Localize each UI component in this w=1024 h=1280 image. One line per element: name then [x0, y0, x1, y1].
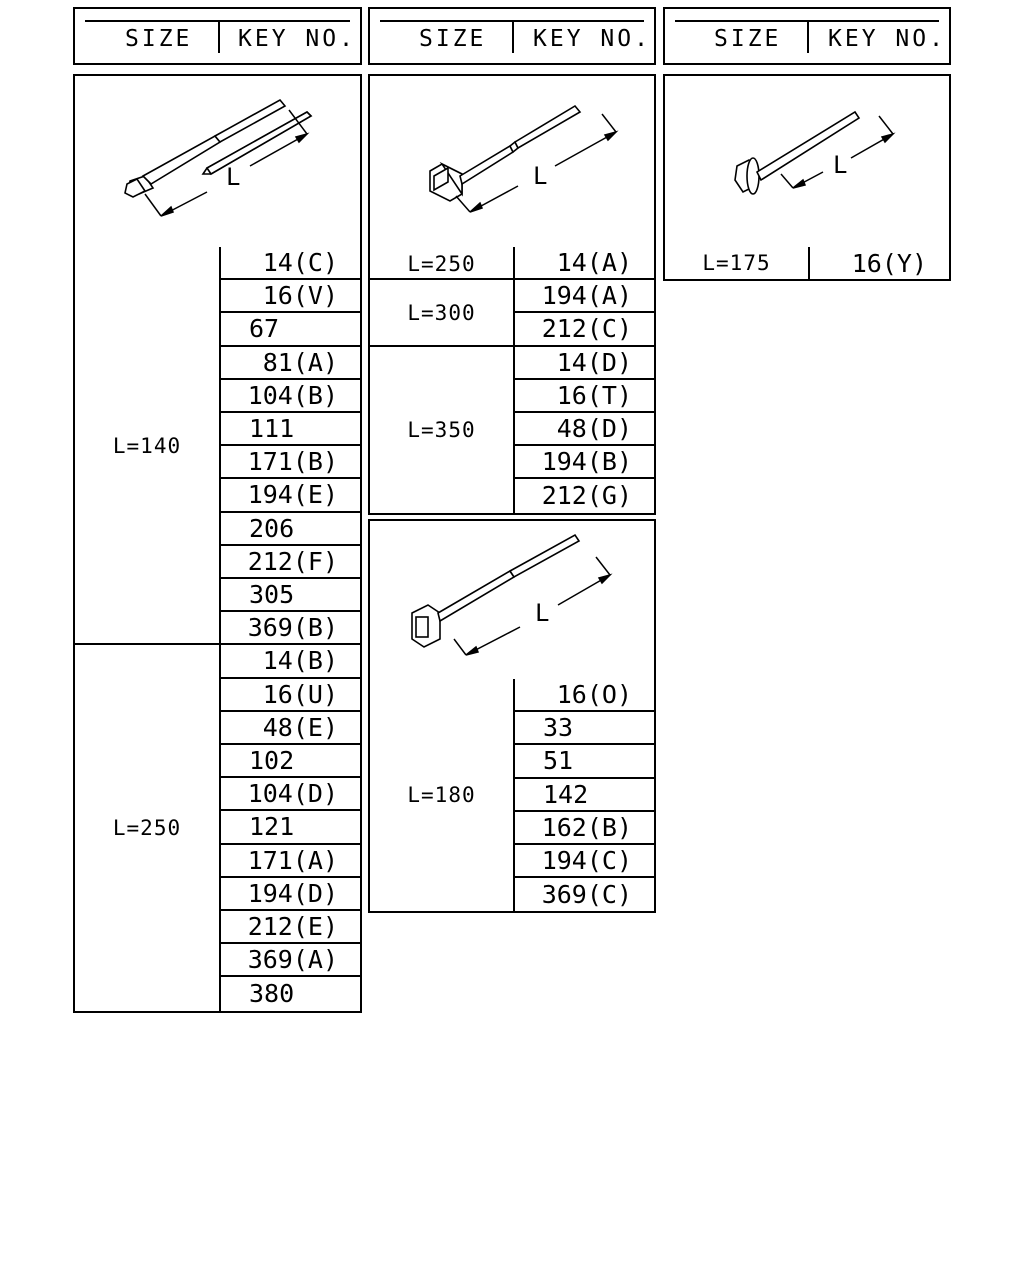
key-number-cell: 16(Y) — [851, 248, 927, 278]
size-cell: L=350 — [407, 417, 476, 442]
key-number-cell: 194(C) — [515, 845, 654, 879]
key-number-cell: 194(B) — [515, 446, 654, 480]
key-number-cell: 48(E) — [221, 712, 360, 745]
key-number-cell: 16(O) — [515, 679, 654, 713]
header-divider — [807, 20, 809, 53]
dimension-label-L: L — [535, 599, 550, 627]
header-box-1: SIZE KEY NO. — [73, 7, 362, 65]
key-number-cell: 171(B) — [221, 446, 360, 480]
size-cell: L=250 — [407, 251, 476, 276]
key-number-cell: 369(C) — [541, 880, 632, 910]
cable-tie-illustration-1: L — [73, 74, 362, 249]
dimension-label-L: L — [226, 163, 241, 191]
column-divider — [513, 247, 515, 513]
key-number-cell: 171(A) — [221, 845, 360, 878]
key-number-cell: 16(U) — [221, 679, 360, 712]
cable-tie-square-head-icon — [429, 104, 619, 213]
size-cell: L=250 — [112, 815, 182, 840]
header-divider — [512, 20, 514, 53]
key-table-column-2-top: L=250 14(A) L=300 194(A)212(C) L=350 14(D)16(… — [368, 247, 656, 515]
key-number-cell: 142 — [515, 779, 654, 812]
cable-tie-mount-head-icon — [411, 533, 613, 656]
key-number-cell: 48(D) — [515, 413, 654, 447]
push-mount-tie-icon — [734, 110, 896, 195]
header-key-label: KEY NO. — [828, 26, 946, 52]
group-divider — [370, 278, 513, 281]
key-number-cell: 212(F) — [221, 546, 360, 579]
header-key-label: KEY NO. — [533, 26, 651, 52]
key-number-cell: 212(G) — [541, 481, 632, 511]
key-number-cell: 380 — [249, 979, 295, 1009]
key-number-cell: 162(B) — [515, 812, 654, 845]
key-number-cell: 194(D) — [221, 878, 360, 911]
size-cell: L=300 — [407, 301, 476, 326]
key-number-cell: 212(C) — [515, 313, 654, 347]
key-number-cell: 121 — [221, 811, 360, 845]
header-key-label: KEY NO. — [238, 26, 356, 52]
key-number-cell: 14(C) — [221, 247, 360, 281]
key-number-cell: 194(A) — [515, 280, 654, 314]
key-number-cell: 369(B) — [221, 612, 360, 646]
key-number-cell: 16(T) — [515, 380, 654, 413]
size-cell: L=180 — [407, 783, 476, 808]
key-number-cell: 111 — [221, 413, 360, 447]
cable-tie-illustration-4: L — [368, 519, 656, 681]
key-number-cell: 14(B) — [221, 645, 360, 679]
key-table-column-3: L=175 16(Y) — [663, 247, 951, 281]
column-divider — [219, 247, 221, 1011]
key-number-cell: 104(D) — [221, 778, 360, 812]
column-divider — [513, 679, 515, 911]
size-cell: L=140 — [112, 434, 182, 459]
size-cell: L=175 — [702, 251, 771, 275]
key-number-cell: 67 — [221, 313, 360, 347]
group-divider — [75, 643, 219, 646]
group-divider — [370, 344, 513, 347]
key-number-cell: 16(V) — [221, 280, 360, 314]
key-number-cell: 14(D) — [515, 347, 654, 380]
key-number-cell: 305 — [221, 579, 360, 613]
header-size-label: SIZE — [125, 26, 193, 52]
key-number-cell: 206 — [221, 513, 360, 546]
column-divider — [808, 247, 810, 279]
dimension-label-L: L — [833, 151, 848, 179]
key-number-cell: 212(E) — [221, 911, 360, 945]
header-divider — [217, 20, 220, 53]
key-number-cell: 194(E) — [221, 479, 360, 513]
key-number-cell: 81(A) — [221, 347, 360, 380]
key-number-cell: 369(A) — [221, 944, 360, 978]
key-number-cell: 104(B) — [221, 380, 360, 413]
key-number-cell: 102 — [221, 745, 360, 779]
key-number-cell: 14(A) — [515, 247, 654, 281]
cable-tie-angled-head-icon — [124, 98, 313, 217]
header-size-label: SIZE — [419, 26, 487, 52]
key-number-cell: 33 — [515, 712, 654, 746]
header-box-3: SIZE KEY NO. — [663, 7, 951, 65]
key-number-cell: 51 — [515, 745, 654, 779]
cable-tie-illustration-2: L — [368, 74, 656, 249]
cable-tie-illustration-3: L — [663, 74, 951, 281]
header-size-label: SIZE — [714, 26, 782, 52]
dimension-label-L: L — [533, 162, 548, 190]
header-box-2: SIZE KEY NO. — [368, 7, 656, 65]
